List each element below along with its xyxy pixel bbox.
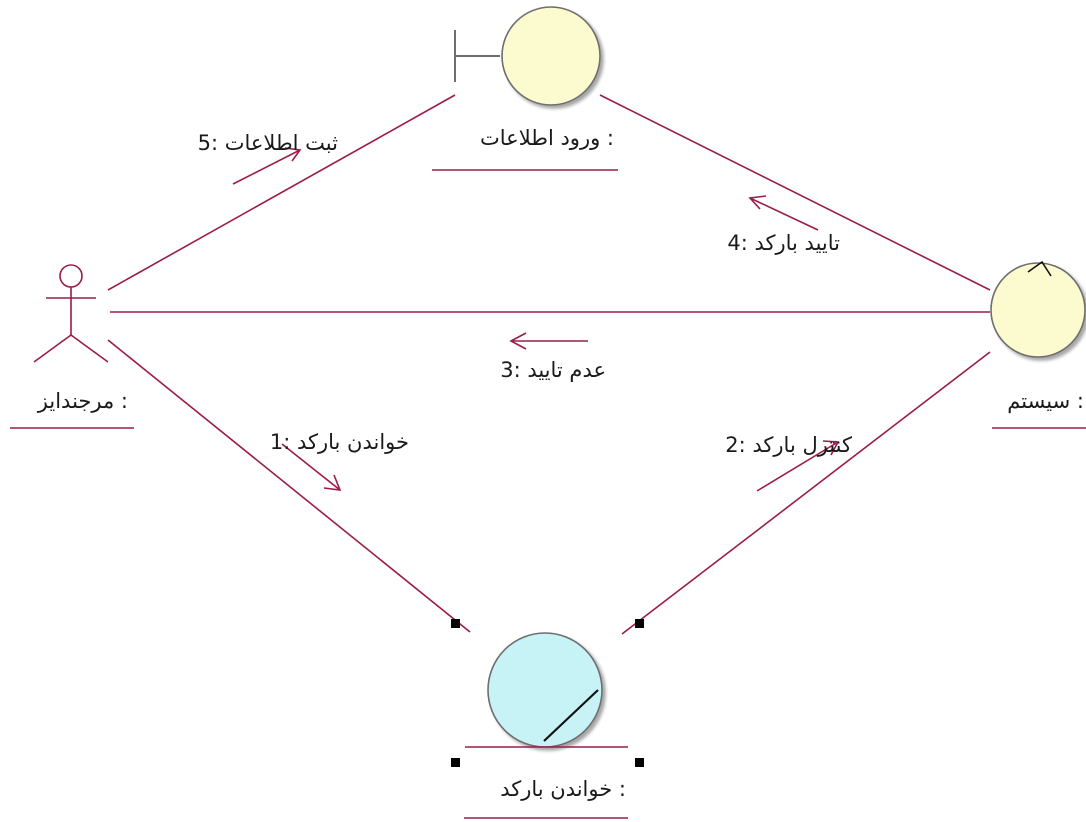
boundary-object[interactable]: ورود اطلاعات : — [432, 6, 618, 171]
control-icon — [990, 260, 1086, 358]
link-boundary-control[interactable] — [599, 94, 991, 291]
selection-handle-bottom-left[interactable] — [451, 758, 460, 767]
message-label-5[interactable]: ثبت اطلاعات :5 — [198, 131, 339, 155]
link-control-entity[interactable] — [621, 351, 991, 635]
actor-stick-figure-icon — [33, 264, 109, 363]
message-arrow-1[interactable] — [281, 443, 342, 491]
actor-object[interactable]: مرجندایز : — [10, 264, 134, 429]
message-label-1[interactable]: خواندن بارکد :1 — [270, 430, 409, 454]
control-object[interactable]: سیستم : — [990, 260, 1086, 429]
control-name: سیستم : — [1007, 389, 1084, 414]
message-label-3[interactable]: عدم تایید :3 — [500, 358, 606, 382]
message-arrow-4[interactable] — [748, 195, 819, 231]
boundary-name: ورود اطلاعات : — [480, 126, 614, 150]
selection-handle-top-left[interactable] — [451, 619, 460, 628]
selection-handle-top-right[interactable] — [635, 619, 644, 628]
actor-name: مرجندایز : — [37, 389, 128, 413]
selection-handles[interactable] — [451, 619, 644, 767]
link-actor-entity[interactable] — [107, 339, 471, 633]
message-arrows — [232, 147, 840, 492]
message-arrow-3[interactable] — [509, 332, 588, 350]
entity-object[interactable]: خواندن بارکد : — [451, 619, 644, 819]
entity-icon — [487, 632, 603, 748]
entity-name: خواندن بارکد : — [500, 777, 626, 801]
link-actor-boundary[interactable] — [107, 94, 456, 291]
boundary-icon — [454, 6, 601, 106]
message-labels: ثبت اطلاعات :5 تایید بارکد :4 عدم تایید … — [198, 131, 852, 457]
message-arrow-5[interactable] — [232, 147, 302, 185]
message-label-2[interactable]: کنترل بارکد :2 — [725, 433, 852, 457]
message-arrow-2[interactable] — [756, 440, 840, 492]
message-label-4[interactable]: تایید بارکد :4 — [727, 231, 840, 255]
selection-handle-bottom-right[interactable] — [635, 758, 644, 767]
links — [107, 94, 991, 635]
